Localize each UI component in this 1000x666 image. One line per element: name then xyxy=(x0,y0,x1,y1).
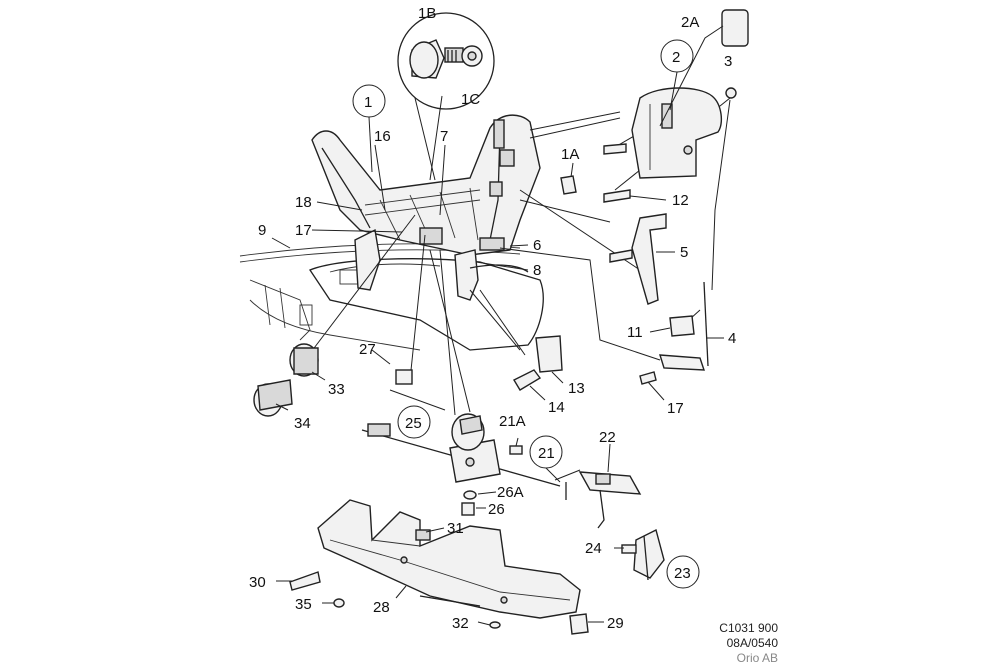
stop-block xyxy=(513,335,563,391)
callout-4: 4 xyxy=(728,330,736,347)
release-rod xyxy=(659,281,709,371)
car-body-outline xyxy=(239,243,544,351)
plug-32 xyxy=(489,621,501,629)
callout-2: 2 xyxy=(672,49,680,66)
detail-circle-1b-1c xyxy=(397,12,495,181)
drawing-number: C1031 900 xyxy=(719,621,778,635)
callout-22: 22 xyxy=(599,429,616,446)
seat-hinge-brackets xyxy=(354,227,529,301)
callout-1: 1 xyxy=(364,94,372,111)
washer-26a xyxy=(463,490,477,500)
callout-17-upper: 17 xyxy=(295,222,312,239)
callout-6: 6 xyxy=(533,237,541,254)
callout-18: 18 xyxy=(295,194,312,211)
callout-7: 7 xyxy=(440,128,448,145)
screw-26 xyxy=(461,502,475,516)
headrest-assembly xyxy=(631,9,749,179)
callout-1a: 1A xyxy=(561,146,579,163)
callout-1b: 1B xyxy=(418,5,436,22)
seat-base-rail xyxy=(289,499,589,635)
rubber-bumpers xyxy=(253,343,319,417)
drawing-revision: 08A/0540 xyxy=(726,636,778,650)
callout-23: 23 xyxy=(674,565,691,582)
motor-gearbox xyxy=(361,413,561,516)
bracket-5 xyxy=(631,213,667,305)
callout-labels: 1B 1C 1 16 7 18 17 9 1A 2A 2 3 12 6 5 8 … xyxy=(249,5,736,632)
callout-34: 34 xyxy=(294,415,311,432)
washer-35 xyxy=(333,598,345,608)
callout-27: 27 xyxy=(359,341,376,358)
block-27 xyxy=(395,369,413,385)
callout-5: 5 xyxy=(680,244,688,261)
drawing-footer: C1031 900 08A/0540 Orio AB xyxy=(719,621,778,666)
callout-21a: 21A xyxy=(499,413,526,430)
drawing-owner: Orio AB xyxy=(736,651,778,665)
clip-29 xyxy=(569,613,589,635)
callout-9: 9 xyxy=(258,222,266,239)
callout-rings xyxy=(352,39,700,589)
callout-25: 25 xyxy=(405,415,422,432)
bolt-30 xyxy=(289,571,321,591)
headrest-pad xyxy=(721,9,749,47)
callout-16: 16 xyxy=(374,128,391,145)
callout-21: 21 xyxy=(538,445,555,462)
callout-3: 3 xyxy=(724,53,732,70)
switch-bracket xyxy=(565,471,642,529)
callout-28: 28 xyxy=(373,599,390,616)
callout-12: 12 xyxy=(672,192,689,209)
callout-17-lower: 17 xyxy=(667,400,684,417)
screws xyxy=(560,143,657,385)
callout-30: 30 xyxy=(249,574,266,591)
callout-32: 32 xyxy=(452,615,469,632)
callout-14: 14 xyxy=(548,399,565,416)
callout-2a: 2A xyxy=(681,14,699,31)
callout-11: 11 xyxy=(627,324,643,341)
callout-35: 35 xyxy=(295,596,312,613)
latch-mechanism-23 xyxy=(621,528,665,581)
callout-31: 31 xyxy=(447,520,464,537)
callout-33: 33 xyxy=(328,381,345,398)
callout-1c: 1C xyxy=(461,91,480,108)
latch-11 xyxy=(669,315,695,337)
callout-8: 8 xyxy=(533,262,541,279)
callout-13: 13 xyxy=(568,380,585,397)
bolt-3 xyxy=(725,87,737,99)
callout-24: 24 xyxy=(585,540,602,557)
clip-1a xyxy=(560,175,577,195)
seat-back-frame xyxy=(311,114,541,256)
callout-29: 29 xyxy=(607,615,624,632)
callout-26: 26 xyxy=(488,501,505,518)
label-leaders xyxy=(271,25,724,626)
callout-26a: 26A xyxy=(497,484,524,501)
clip-21a xyxy=(509,445,523,455)
